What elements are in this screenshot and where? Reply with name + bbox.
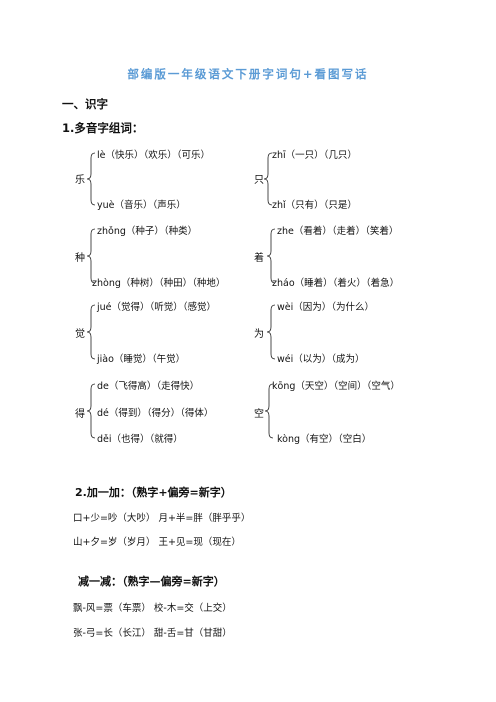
subheading-add: 2.加一加：（熟字+偏旁=新字） <box>75 486 232 499</box>
group-de-middle: dé（得到）（得分）（得体） <box>97 408 214 419</box>
group-kong-char: 空 <box>254 409 264 420</box>
group-wei-top: wèi（因为）（为什么） <box>277 302 375 313</box>
group-zhong-top: zhǒng（种子）（种类） <box>97 226 198 237</box>
group-zhe-char: 着 <box>254 253 264 264</box>
group-le-char: 乐 <box>75 175 85 186</box>
brace-icon <box>264 383 274 439</box>
group-jue-char: 觉 <box>75 329 85 340</box>
group-jue-top: jué（觉得）（听觉）（感觉） <box>97 302 217 313</box>
add-line: 口+少=吵（大吵） 月+半=胖（胖乎乎） <box>73 513 251 524</box>
group-de-bottom: děi（也得）（就得） <box>97 434 183 445</box>
group-kong-bottom: kòng（有空）（空白） <box>277 434 372 445</box>
group-le-bottom: yuè（音乐）（声乐） <box>97 200 186 211</box>
group-de-char: 得 <box>75 409 85 420</box>
group-le-top: lè（快乐）（欢乐）（可乐） <box>97 150 210 161</box>
group-zhi-char: 只 <box>254 175 264 186</box>
group-zhe-top: zhe（看着）（走着）（笑着） <box>277 226 399 237</box>
group-zhi-bottom: zhǐ（只有）（只是） <box>272 200 357 211</box>
group-zhi-top: zhī（一只）（几只） <box>272 150 357 161</box>
group-jue-bottom: jiào（睡觉）（午觉） <box>97 354 186 365</box>
brace-icon <box>266 228 276 284</box>
brace-icon <box>86 383 96 439</box>
group-de-top: de（飞得高）（走得快） <box>97 381 200 392</box>
group-zhong-char: 种 <box>75 253 85 264</box>
group-wei-char: 为 <box>254 329 264 340</box>
subheading-subtract: 减一减：（熟字—偏旁=新字） <box>78 575 225 588</box>
group-kong-top: kōng（天空）（空间）（空气） <box>272 381 400 392</box>
brace-icon <box>86 228 96 284</box>
page-title: 部编版一年级语文下册字词句+看图写话 <box>127 67 369 81</box>
brace-icon <box>263 152 273 206</box>
group-wei-bottom: wéi（以为）（成为） <box>277 354 365 365</box>
section-heading-literacy: 一、识字 <box>62 97 108 111</box>
brace-icon <box>266 304 276 360</box>
subtract-line: 张-弓=长（长江） 甜-舌=甘（甘甜） <box>73 628 232 639</box>
brace-icon <box>86 304 96 360</box>
group-zhong-bottom: zhòng（种树）（种田）（种地） <box>92 278 226 289</box>
subtract-line: 飘-风=票（车票） 校-木=交（上交） <box>73 603 232 614</box>
subheading-polyphonic: 1.多音字组词： <box>62 121 144 135</box>
group-zhe-bottom: zháo（睡着）（着火）（着急） <box>272 278 400 289</box>
brace-icon <box>86 152 96 206</box>
add-line: 山+夕=岁（岁月） 王+见=现（现在） <box>73 537 241 548</box>
